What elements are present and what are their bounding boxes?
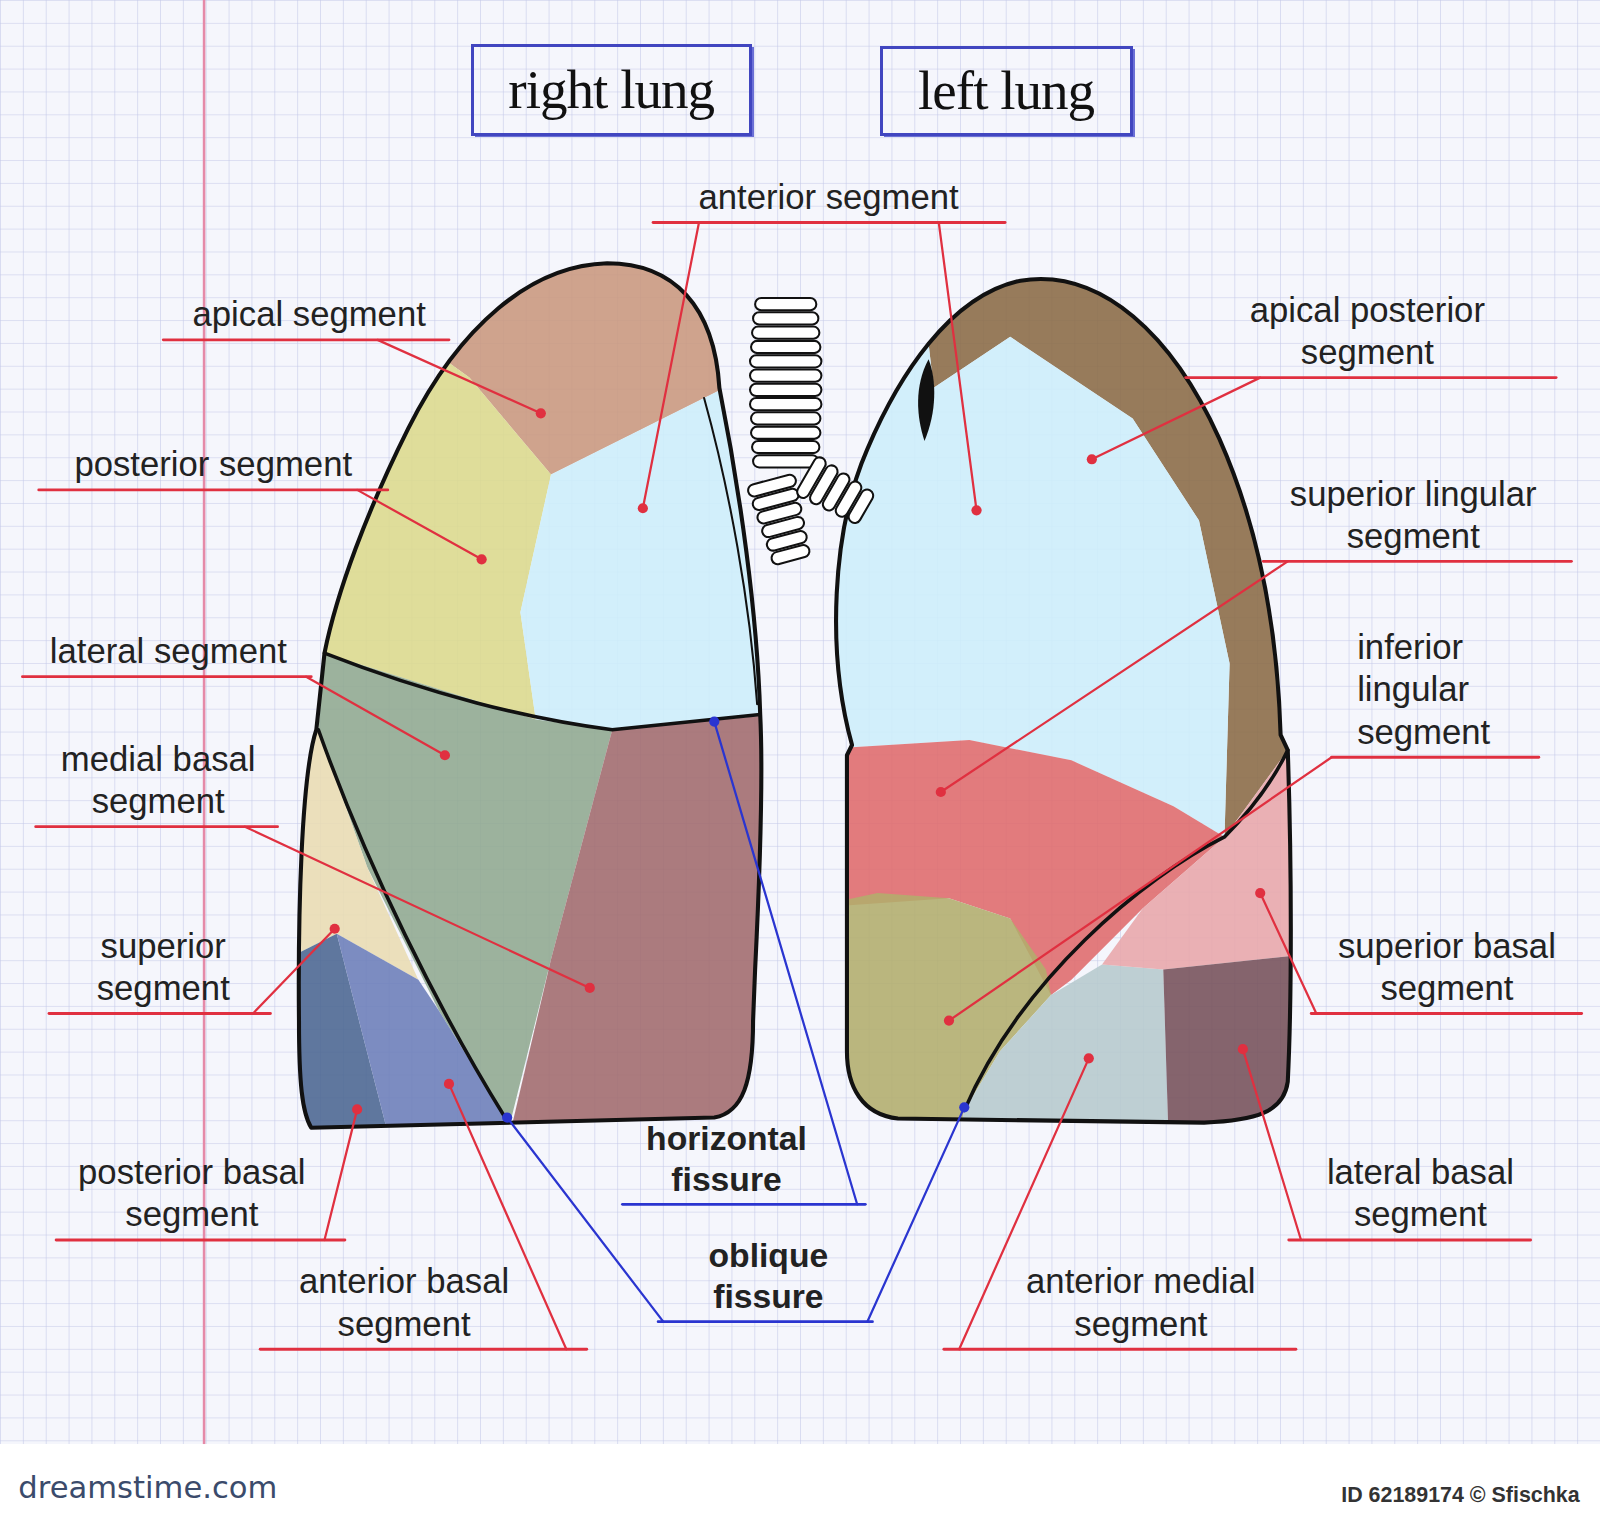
title-box: right lung: [471, 44, 752, 136]
label-underline: [260, 1348, 587, 1351]
leader-dot: [1087, 454, 1097, 464]
fissure-label: horizontal fissure: [609, 1118, 844, 1200]
medial-edge-line: [704, 398, 757, 704]
leader-dot: [638, 503, 648, 513]
segment-label: lateral segment: [50, 630, 287, 672]
left-lung-outline: [836, 279, 1291, 1123]
leader-line: [253, 929, 335, 1014]
leader-line: [939, 222, 977, 510]
segment-label: superior lingular segment: [1250, 473, 1577, 558]
anterior-medial-region: [959, 964, 1168, 1132]
label-underline: [22, 675, 311, 678]
label-underline: [1311, 1012, 1581, 1015]
leader-line: [643, 222, 699, 508]
leader-line: [306, 677, 445, 756]
segment-label: posterior segment: [74, 443, 352, 485]
fissure-label: oblique fissure: [682, 1235, 855, 1317]
leader-dot: [440, 750, 450, 760]
cardiac-notch-mark: [918, 359, 934, 441]
medial-basal-region: [510, 714, 775, 1132]
segment-label: anterior medial segment: [988, 1260, 1294, 1345]
leader-line: [324, 1109, 357, 1240]
leader-dot: [709, 716, 719, 726]
leader-line: [378, 340, 541, 413]
segment-label: anterior basal segment: [261, 1260, 547, 1345]
leader-dot: [585, 983, 595, 993]
label-underline: [39, 488, 388, 491]
label-underline: [622, 1203, 865, 1206]
leader-dot: [536, 408, 546, 418]
label-underline: [56, 1239, 345, 1242]
left-lung-segments: [806, 255, 1306, 1133]
right-lung-segments: [286, 245, 776, 1133]
lung-outlines: [299, 263, 1291, 1127]
segment-label: anterior segment: [698, 176, 958, 218]
segment-label: superior segment: [71, 925, 255, 1010]
leader-dot: [352, 1104, 362, 1114]
segment-label: lateral basal segment: [1288, 1151, 1553, 1236]
leader-dot: [959, 1102, 969, 1112]
leader-dot: [330, 924, 340, 934]
label-underline: [944, 1348, 1296, 1351]
label-underline: [653, 221, 1005, 224]
leader-dot: [1255, 888, 1265, 898]
anterior-basal-region: [337, 934, 510, 1133]
footer-strip: [0, 1444, 1600, 1536]
watermark: dreamstime.com: [18, 1469, 277, 1506]
segment-label: inferior lingular segment: [1357, 626, 1551, 753]
label-underline: [163, 338, 449, 341]
paper-ground: [0, 0, 1600, 1444]
leader-line: [245, 827, 590, 988]
segment-label: posterior basal segment: [44, 1151, 340, 1236]
label-underline: [1289, 1239, 1531, 1242]
superior-region: [286, 714, 419, 979]
trachea-symbol: [747, 298, 878, 567]
segment-label: apical posterior segment: [1194, 289, 1541, 374]
lateral-basal-region: [1163, 954, 1306, 1133]
segment-label: apical segment: [193, 293, 426, 335]
leader-line: [867, 1107, 964, 1321]
oblique-fissure-line: [318, 730, 505, 1118]
label-underline: [36, 825, 278, 828]
leader-line: [1243, 1049, 1301, 1240]
title-text: right lung: [508, 58, 714, 121]
leader-line: [1092, 378, 1260, 460]
superior-basal-region: [1102, 750, 1306, 969]
label-underline: [1332, 756, 1539, 759]
leader-dot: [477, 554, 487, 564]
label-underline: [49, 1012, 270, 1015]
title-box: left lung: [880, 46, 1133, 136]
label-underline: [1263, 560, 1571, 563]
title-text: left lung: [918, 59, 1094, 122]
leader-line: [357, 490, 481, 559]
leader-line: [959, 1058, 1089, 1349]
leader-dot: [971, 505, 981, 515]
right-lung-outline: [299, 263, 762, 1127]
image-id: ID 62189174 © Sfischka: [1341, 1482, 1579, 1508]
label-underline: [658, 1320, 872, 1323]
leader-line: [1260, 893, 1316, 1013]
leader-dot: [1238, 1044, 1248, 1054]
oblique-fissure-line: [964, 750, 1287, 1110]
segment-label: medial basal segment: [36, 738, 281, 823]
leader-dot: [936, 787, 946, 797]
leader-dot: [502, 1112, 512, 1122]
segment-label: superior basal segment: [1314, 925, 1579, 1010]
horizontal-fissure-line: [324, 653, 760, 730]
label-underline: [1186, 376, 1556, 379]
leader-line: [949, 757, 1332, 1020]
leader-dot: [444, 1079, 454, 1089]
leader-dot: [1084, 1053, 1094, 1063]
leader-line: [507, 1118, 663, 1322]
graph-grid: [0, 0, 1600, 1444]
leader-line: [941, 561, 1288, 792]
anterior-region: [520, 383, 775, 730]
leader-dot: [944, 1015, 954, 1025]
